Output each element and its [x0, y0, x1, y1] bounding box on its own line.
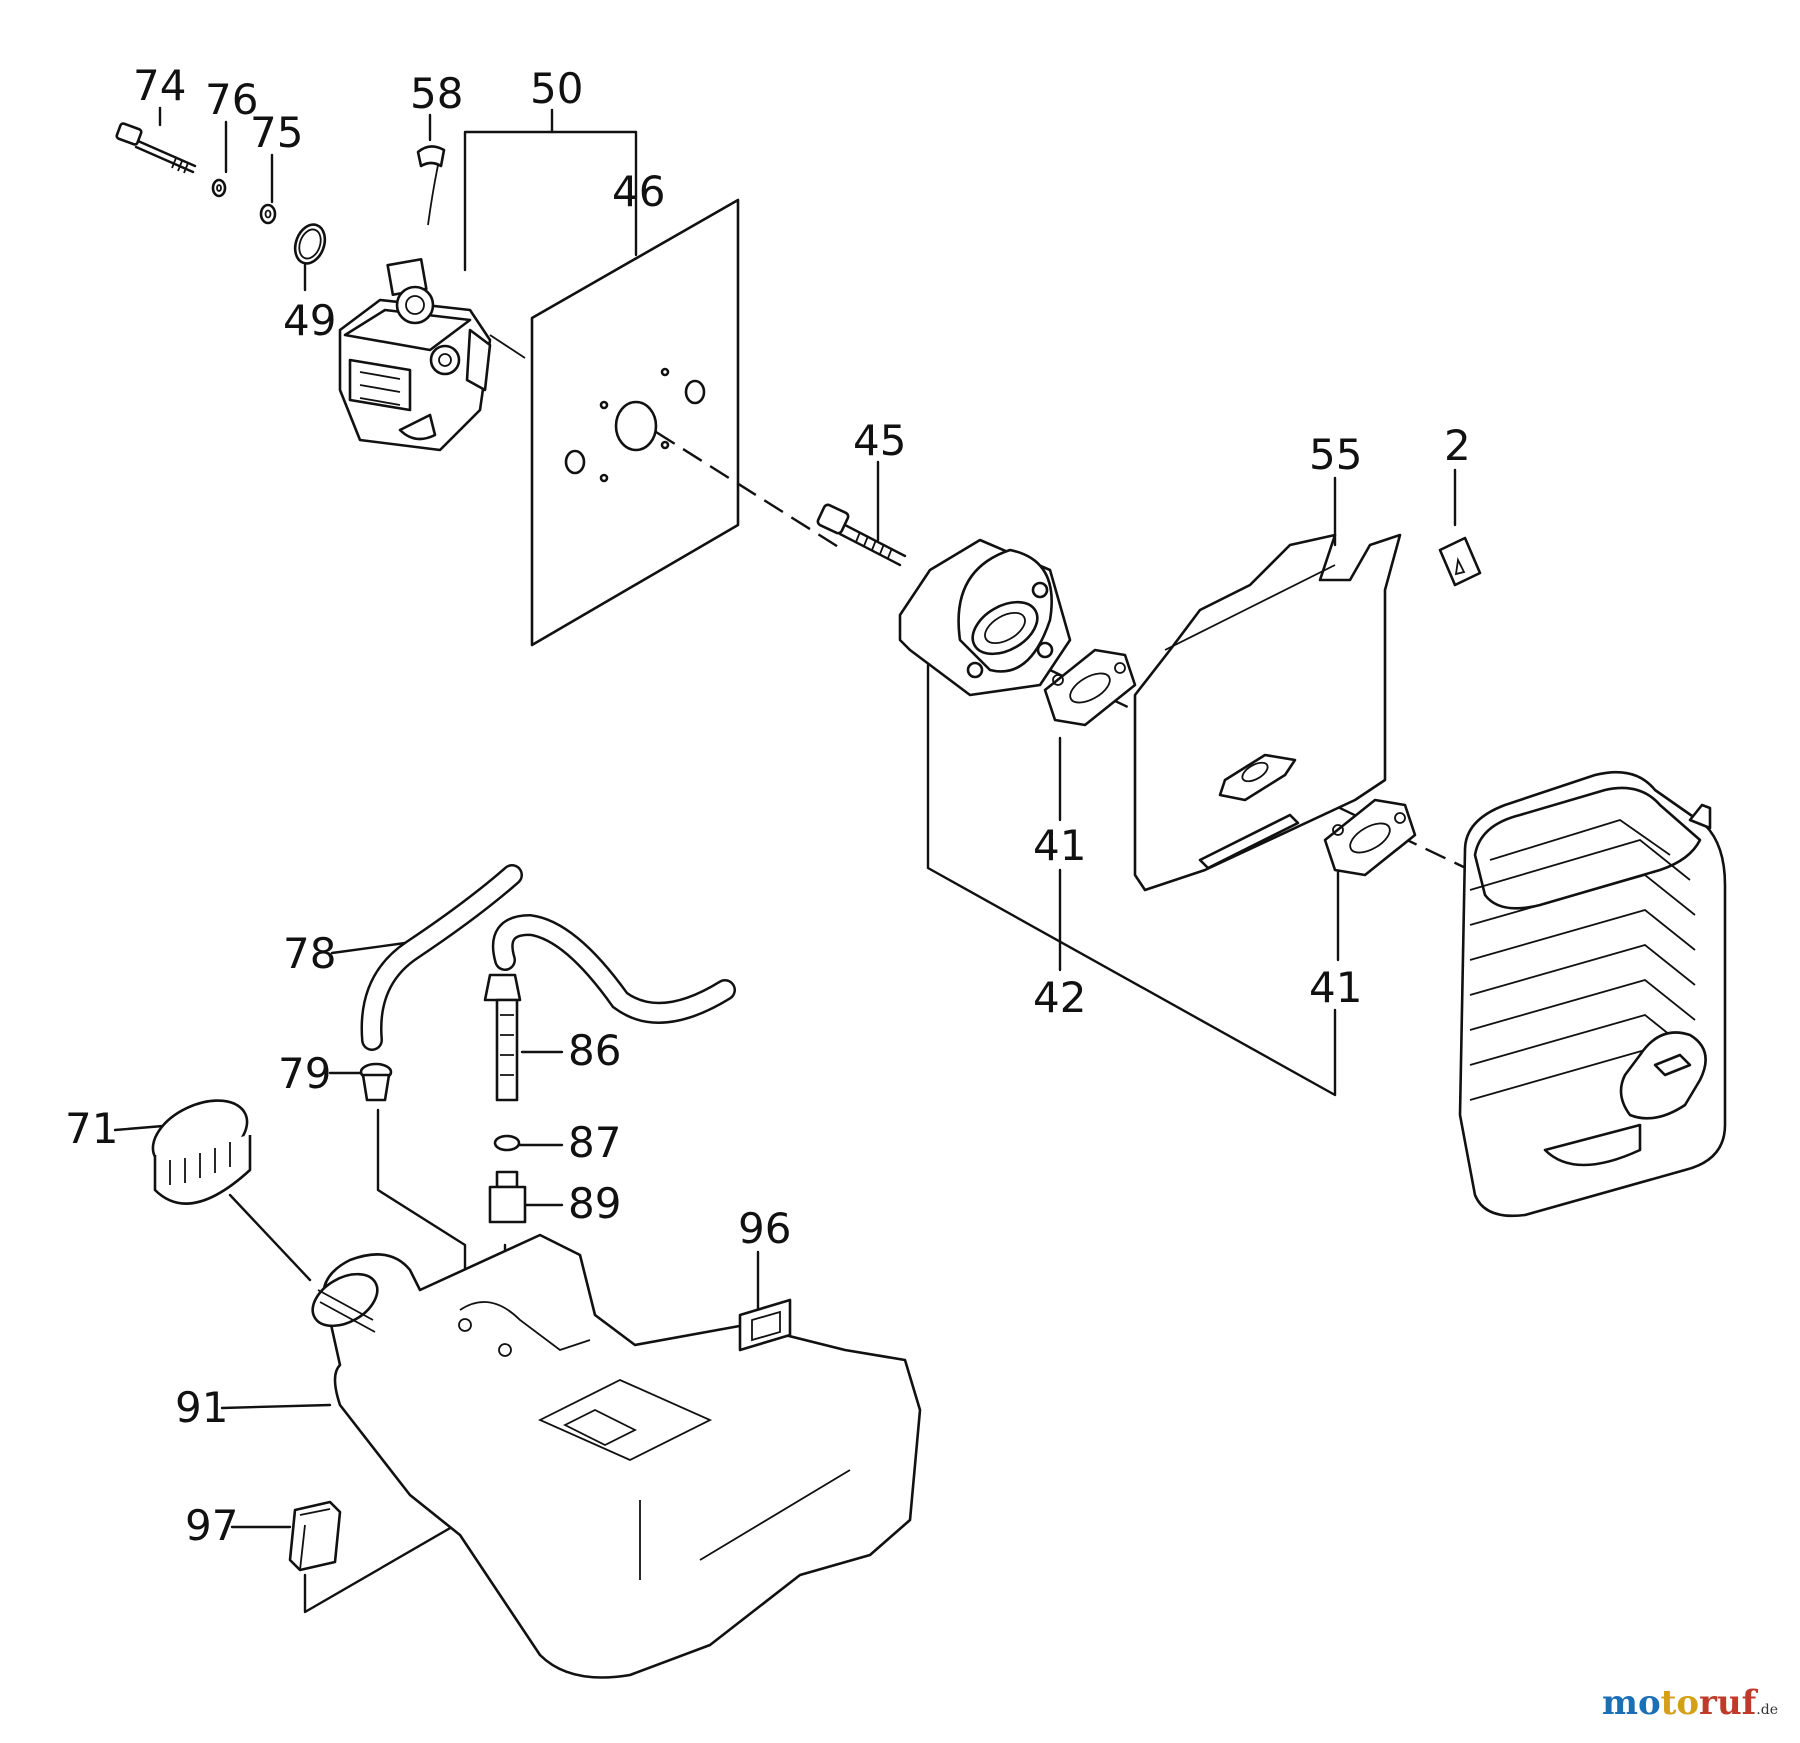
label-89: 89 [568, 1179, 621, 1228]
carburetor [338, 257, 526, 452]
intake-manifold [898, 538, 1072, 697]
label-75: 75 [250, 108, 303, 157]
label-58: 58 [410, 69, 463, 118]
label-86: 86 [568, 1026, 621, 1075]
label-78: 78 [283, 929, 336, 978]
hose-fuel [491, 913, 736, 1024]
fuel-pickup-86 [483, 973, 522, 1102]
washer-75 [259, 203, 277, 225]
bolt-45 [816, 503, 907, 567]
fuel-tank-91 [311, 1233, 922, 1679]
label-42: 42 [1033, 973, 1086, 1022]
label-71: 71 [65, 1104, 118, 1153]
fuel-cap-71 [151, 1099, 252, 1205]
label-50: 50 [530, 64, 583, 113]
label-45: 45 [853, 416, 906, 465]
label-55: 55 [1309, 430, 1362, 479]
label-76: 76 [205, 75, 258, 124]
clamp-87 [493, 1134, 521, 1152]
label-2: 2 [1444, 421, 1471, 470]
plug-cap-2 [1438, 536, 1482, 587]
clip-58 [416, 145, 446, 226]
filter-89 [488, 1170, 527, 1224]
heat-shield-55 [1133, 533, 1402, 892]
label-91: 91 [175, 1383, 228, 1432]
label-96: 96 [738, 1204, 791, 1253]
gasket-41 [1323, 798, 1417, 877]
bolt-74 [115, 122, 197, 174]
label-41-right: 41 [1309, 963, 1362, 1012]
label-49: 49 [283, 296, 336, 345]
hose-78 [360, 864, 523, 1051]
label-46: 46 [612, 167, 665, 216]
cylinder [1458, 770, 1727, 1218]
watermark-logo: motoruf.de [1601, 1683, 1778, 1723]
label-79: 79 [278, 1049, 331, 1098]
o-ring-49 [293, 223, 327, 265]
label-plate-96 [738, 1298, 792, 1352]
assembly-axis-upper [655, 430, 841, 550]
leader-lines [113, 106, 1457, 1614]
label-41-left: 41 [1033, 821, 1086, 870]
gasket-46 [530, 198, 740, 647]
gasket-42 [1043, 648, 1137, 727]
washer-76 [211, 178, 227, 198]
part-labels: 74 76 75 58 50 46 49 45 55 2 41 42 41 78… [65, 61, 1471, 1550]
label-97: 97 [185, 1501, 238, 1550]
label-74: 74 [133, 61, 186, 110]
grommet-79 [359, 1062, 393, 1102]
label-87: 87 [568, 1118, 621, 1167]
filter-97 [288, 1500, 342, 1572]
